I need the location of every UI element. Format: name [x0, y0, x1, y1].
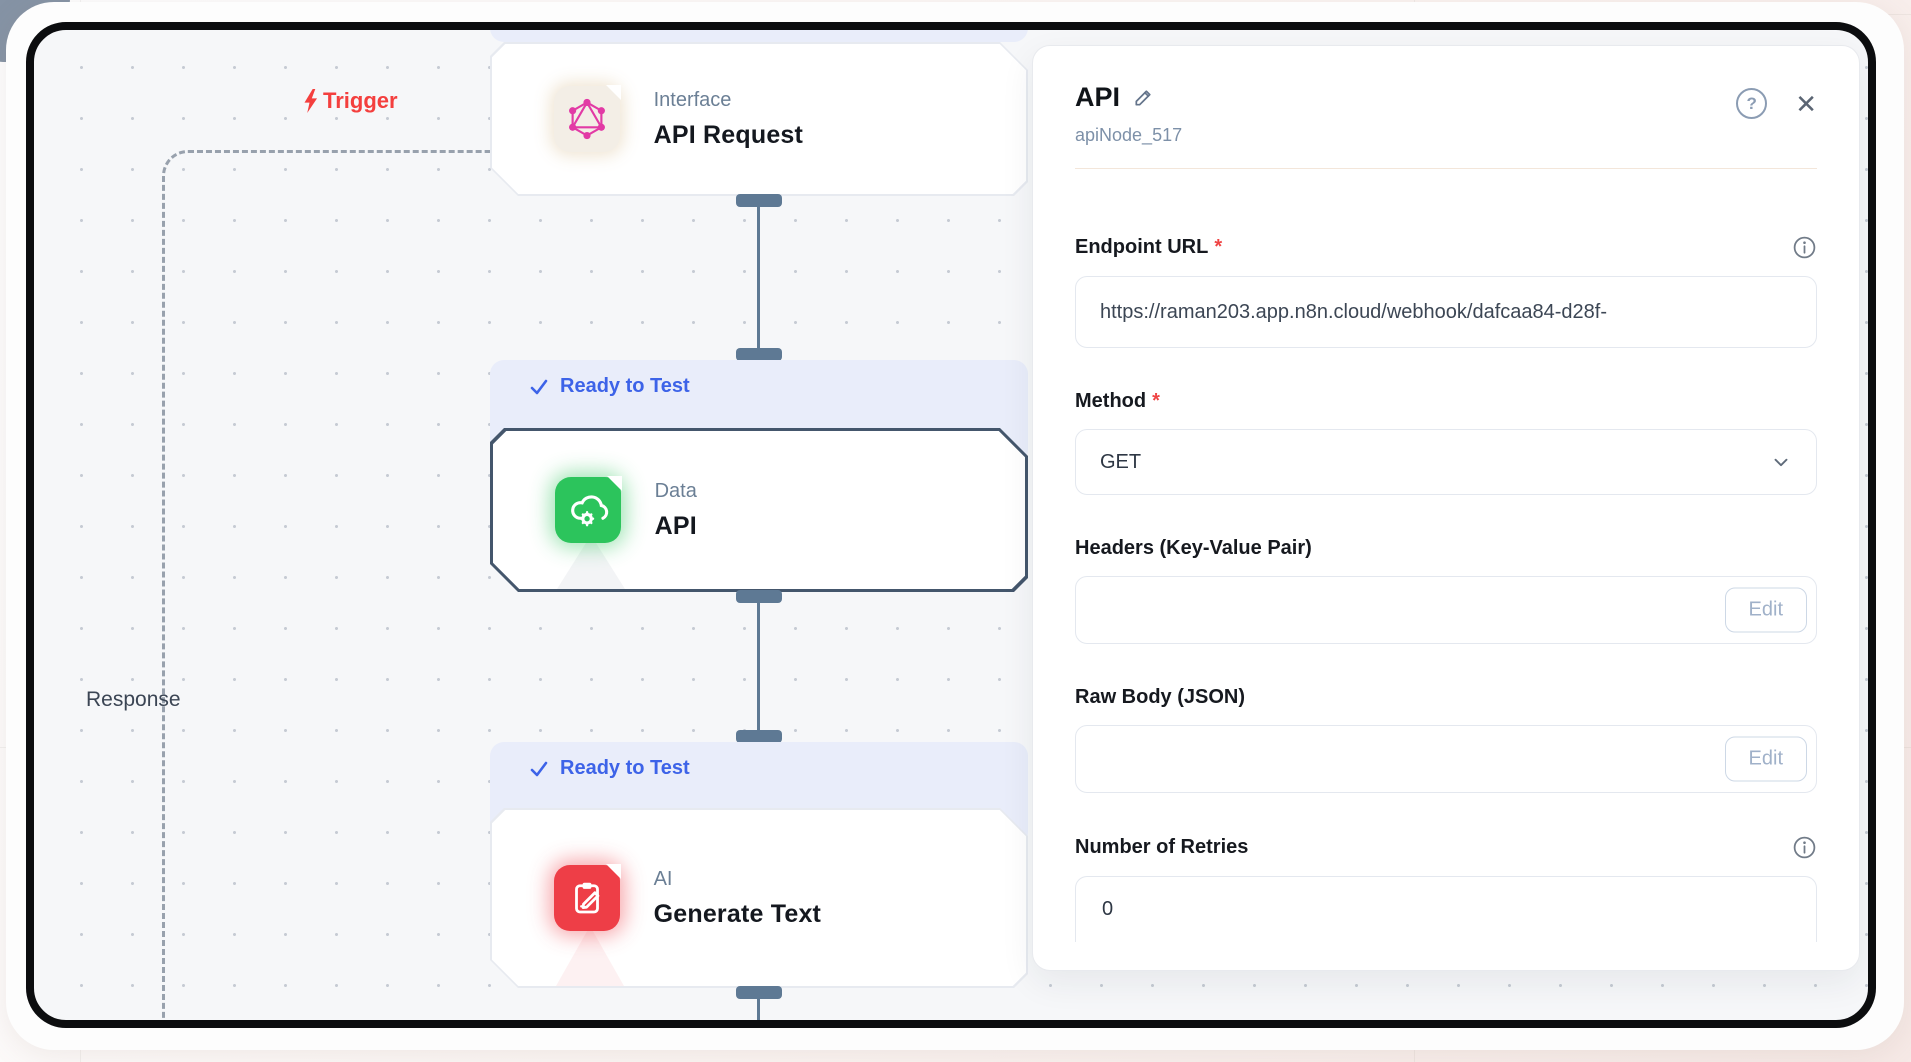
lightning-icon: [302, 89, 319, 113]
node-category: AI: [653, 867, 673, 890]
connector-handle[interactable]: [736, 194, 782, 207]
connector-line: [757, 598, 760, 738]
field-label: Number of Retries: [1075, 836, 1249, 858]
field-retries: Number of Retries 0: [1075, 835, 1817, 942]
node-api-request[interactable]: Interface API Request: [490, 42, 1028, 196]
connector-handle[interactable]: [736, 730, 782, 743]
node-title: Generate Text: [653, 899, 822, 928]
graphql-icon: [554, 86, 620, 152]
node-category: Interface: [653, 88, 732, 111]
node-category: Data: [654, 479, 697, 502]
info-icon[interactable]: [1792, 835, 1817, 860]
headers-edit-button[interactable]: Edit: [1724, 587, 1807, 633]
check-icon: [528, 758, 550, 780]
field-label: Endpoint URL: [1075, 236, 1209, 258]
clipboard-pencil-icon: [554, 865, 620, 931]
connector-line: [757, 994, 760, 1020]
close-icon[interactable]: ✕: [1795, 88, 1817, 119]
field-label: Raw Body (JSON): [1075, 686, 1246, 708]
check-icon: [528, 376, 550, 398]
response-label: Response: [86, 688, 181, 711]
node-title: API Request: [653, 120, 804, 149]
node-generate-text[interactable]: AI Generate Text: [490, 808, 1028, 988]
icon-beam: [556, 926, 624, 986]
method-value: GET: [1100, 450, 1142, 473]
connector-handle[interactable]: [736, 348, 782, 361]
field-method: Method* GET: [1075, 390, 1817, 495]
ready-badge: [490, 30, 1028, 42]
info-icon[interactable]: [1792, 235, 1817, 260]
node-title: API: [654, 511, 697, 540]
workflow-canvas[interactable]: Trigger Response Interface API Request: [26, 22, 1876, 1028]
required-asterisk: *: [1152, 390, 1160, 412]
chevron-down-icon: [1770, 451, 1792, 473]
cloud-gear-icon: [555, 477, 621, 543]
retries-input[interactable]: 0: [1075, 876, 1817, 942]
field-endpoint-url: Endpoint URL* https://raman203.app.n8n.c…: [1075, 235, 1817, 348]
panel-title: API: [1075, 82, 1121, 112]
divider: [1075, 168, 1817, 169]
raw-body-input[interactable]: Edit: [1075, 725, 1817, 793]
raw-body-edit-button[interactable]: Edit: [1724, 736, 1807, 782]
field-label: Headers (Key-Value Pair): [1075, 537, 1312, 559]
headers-input[interactable]: Edit: [1075, 576, 1817, 644]
help-icon[interactable]: ?: [1736, 88, 1768, 119]
node-properties-panel: API apiNode_517 ? ✕ Endpoint URL*: [1032, 45, 1860, 971]
field-headers: Headers (Key-Value Pair) Edit: [1075, 537, 1817, 644]
response-connector-path: [162, 150, 492, 1020]
connector-line: [757, 202, 760, 360]
trigger-label: Trigger: [302, 88, 398, 114]
edit-pencil-icon[interactable]: [1132, 86, 1155, 109]
field-raw-body: Raw Body (JSON) Edit: [1075, 686, 1817, 793]
node-id: apiNode_517: [1075, 125, 1183, 145]
node-api-data[interactable]: Data API: [490, 428, 1028, 592]
connector-handle[interactable]: [736, 590, 782, 603]
field-label: Method: [1075, 390, 1147, 412]
icon-beam: [557, 535, 625, 589]
required-asterisk: *: [1214, 236, 1223, 258]
connector-handle[interactable]: [736, 986, 782, 999]
endpoint-url-input[interactable]: https://raman203.app.n8n.cloud/webhook/d…: [1075, 276, 1817, 348]
method-select[interactable]: GET: [1075, 429, 1817, 495]
